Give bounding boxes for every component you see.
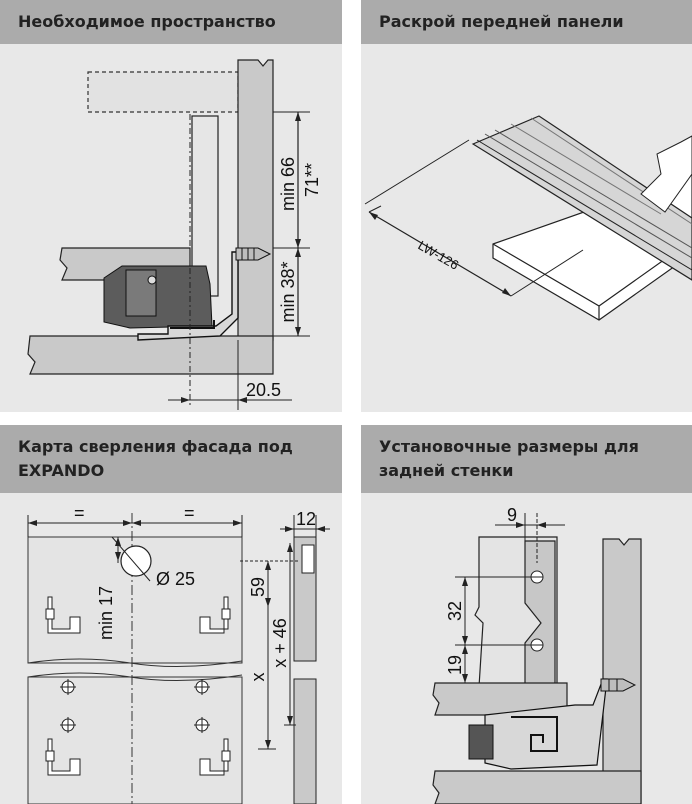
front-cutting-diagram: LW-126 <box>364 115 692 321</box>
cabinet-side <box>237 59 274 341</box>
panel-title: Установочные размеры для задней стенки <box>361 425 692 493</box>
bracket-bottom-right <box>199 738 231 776</box>
panel-back-wall: Установочные размеры для задней стенки 9… <box>361 425 692 804</box>
panel-drilling-map: Карта сверления фасада под EXPANDO = = Ø… <box>0 425 342 804</box>
dim-min-66: min 66 <box>278 157 298 211</box>
dim-20-5: 20.5 <box>246 380 281 400</box>
cabinet-bottom <box>432 770 642 804</box>
dim-diameter-25: Ø 25 <box>156 569 195 589</box>
dim-min-17: min 17 <box>96 586 116 640</box>
panel-title: Необходимое пространство <box>0 0 342 44</box>
runner-profile <box>137 251 239 341</box>
side-section-lower <box>293 678 317 804</box>
dim-equal-right: = <box>184 503 195 523</box>
cabinet-side <box>602 538 642 804</box>
profile-rail <box>471 115 692 281</box>
dim-lw-126: LW-126 <box>416 238 462 273</box>
panel-title: Раскрой передней панели <box>361 0 692 44</box>
bottom-panel <box>27 335 274 375</box>
bracket-top-right <box>199 596 231 634</box>
panel-required-space: Необходимое пространство min 66 71** <box>0 0 342 412</box>
locking-device <box>103 265 213 329</box>
dim-equal-left: = <box>74 503 85 523</box>
drilling-map-diagram: = = Ø 25 min 17 12 59 <box>27 503 330 804</box>
hole-25 <box>120 545 152 577</box>
back-wall-diagram: 9 32 19 <box>432 505 642 804</box>
panel-front-cutting: Раскрой передней панели LW-126 <box>361 0 692 412</box>
front-panel-outline <box>87 71 239 113</box>
dim-min-38: min 38* <box>278 261 298 322</box>
cut-break <box>640 135 692 213</box>
dim-32: 32 <box>445 601 465 621</box>
dim-9: 9 <box>507 505 517 525</box>
dim-x-plus-46: x + 46 <box>270 618 290 668</box>
dim-12: 12 <box>296 509 316 529</box>
screw-hole <box>147 275 157 285</box>
dim-71: 71** <box>302 163 322 197</box>
dim-59: 59 <box>248 577 268 597</box>
panel-title: Карта сверления фасада под EXPANDO <box>0 425 342 493</box>
bracket-bottom-left <box>45 738 81 776</box>
bracket-top-left <box>45 596 81 634</box>
front-panel <box>27 536 243 664</box>
dim-19: 19 <box>445 655 465 675</box>
dim-x: x <box>248 673 268 682</box>
required-space-diagram: min 66 71** min 38* 20.5 <box>27 59 322 410</box>
drawer-bottom <box>432 682 568 716</box>
